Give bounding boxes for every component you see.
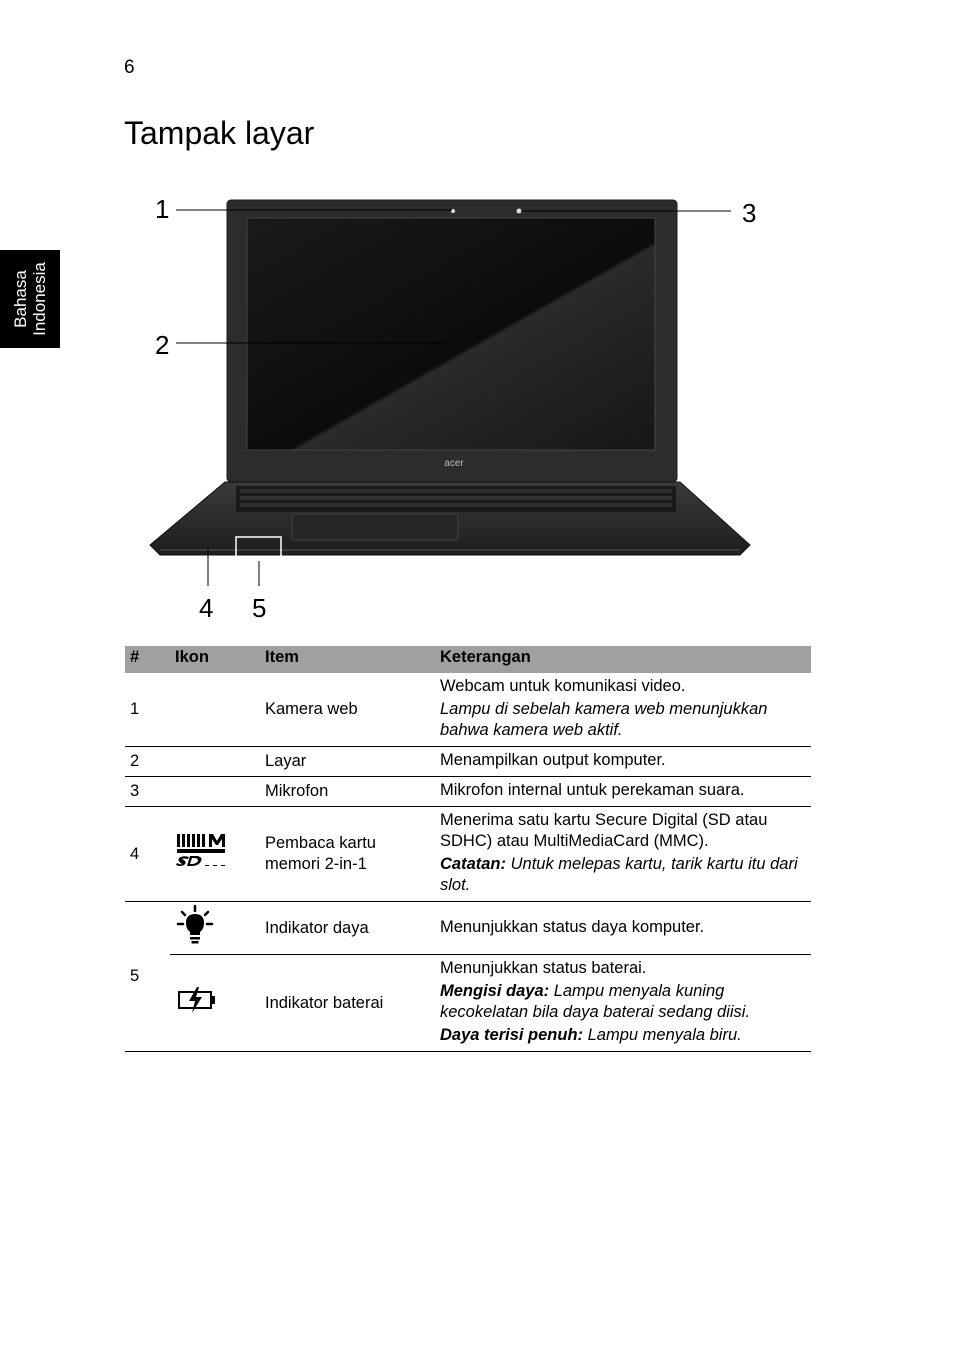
header-item: Item: [260, 646, 435, 673]
desc-line: Menunjukkan status baterai.: [440, 959, 647, 977]
callout-3: 3: [742, 198, 757, 228]
desc-note: Catatan: Untuk melepas kartu, tarik kart…: [440, 854, 806, 896]
laptop-front-figure: acer 1 2 3 4 5: [0, 180, 954, 630]
row-item: Indikator baterai: [260, 954, 435, 1052]
row-icon: [170, 901, 260, 955]
table-row: 1 Kamera web Webcam untuk komunikasi vid…: [125, 673, 811, 747]
desc-line: Menunjukkan status daya komputer.: [440, 917, 705, 936]
row-num: 4: [125, 806, 170, 902]
desc-note-label: Catatan:: [440, 855, 507, 873]
header-num: #: [125, 646, 170, 673]
table-row: 5 Indikator daya Menunjukka: [125, 901, 811, 1052]
table-row: 2 Layar Menampilkan output komputer.: [125, 746, 811, 777]
table-row: 3 Mikrofon Mikrofon internal untuk perek…: [125, 776, 811, 807]
desc-line: Webcam untuk komunikasi video.: [440, 677, 686, 695]
laptop-illustration: acer: [149, 199, 751, 586]
row-num: 1: [125, 673, 170, 747]
row-desc: Menerima satu kartu Secure Digital (SD a…: [435, 806, 811, 902]
desc-note-label: Daya terisi penuh:: [440, 1026, 584, 1044]
desc-note-text: Lampu menyala biru.: [583, 1026, 742, 1044]
row-item: Layar: [260, 746, 435, 777]
row-desc: Mikrofon internal untuk perekaman suara.: [435, 776, 811, 807]
header-icon: Ikon: [170, 646, 260, 673]
desc-note-text: Lampu menyala kuning kecokelatan bila da…: [440, 982, 751, 1021]
desc-note-text: Untuk melepas kartu, tarik kartu itu dar…: [440, 855, 798, 894]
row-num: 5: [125, 901, 170, 1052]
row-desc: Menampilkan output komputer.: [435, 746, 811, 777]
brand-logo: acer: [444, 458, 464, 469]
callout-1: 1: [155, 194, 170, 224]
row-icon: [170, 806, 260, 902]
desc-line: Menerima satu kartu Secure Digital (SD a…: [440, 811, 768, 850]
row-num: 3: [125, 776, 170, 807]
callout-5: 5: [252, 593, 267, 623]
sd-mmc-card-icon: [176, 834, 225, 866]
callout-2: 2: [155, 330, 170, 360]
row-icon: [170, 776, 260, 807]
language-side-tab: Bahasa Indonesia: [0, 250, 60, 348]
row-item: Kamera web: [260, 673, 435, 747]
header-desc: Keterangan: [435, 646, 811, 673]
table-row: 4 Pembaca kartu memori 2-in-1: [125, 806, 811, 902]
desc-note: Daya terisi penuh: Lampu menyala biru.: [440, 1025, 806, 1046]
row-item: Mikrofon: [260, 776, 435, 807]
row-desc: Menunjukkan status baterai. Mengisi daya…: [435, 954, 811, 1052]
row-desc: Menunjukkan status daya komputer.: [435, 901, 811, 955]
desc-note: Mengisi daya: Lampu menyala kuning kecok…: [440, 981, 806, 1023]
row-item: Indikator daya: [260, 901, 435, 955]
row-desc: Webcam untuk komunikasi video. Lampu di …: [435, 673, 811, 747]
row-item: Pembaca kartu memori 2-in-1: [260, 806, 435, 902]
page-title: Tampak layar: [124, 115, 315, 151]
page-number: 6: [124, 57, 135, 78]
desc-note-label: Mengisi daya:: [440, 982, 550, 1000]
callout-4: 4: [199, 593, 214, 623]
table-header-row: # Ikon Item Keterangan: [125, 646, 811, 673]
battery-charge-icon: [178, 987, 215, 1013]
desc-line: Menampilkan output komputer.: [440, 751, 666, 769]
row-icon: [170, 954, 260, 1052]
row-icon: [170, 673, 260, 747]
power-light-icon: [176, 904, 214, 944]
desc-note: Lampu di sebelah kamera web menunjukkan …: [440, 700, 768, 739]
row-num: 2: [125, 746, 170, 777]
row-icon: [170, 746, 260, 777]
desc-line: Mikrofon internal untuk perekaman suara.: [440, 781, 745, 799]
table-row: Indikator baterai Menunjukkan status bat…: [125, 954, 811, 1052]
components-table: # Ikon Item Keterangan 1 Kamera web Webc…: [125, 646, 811, 1052]
